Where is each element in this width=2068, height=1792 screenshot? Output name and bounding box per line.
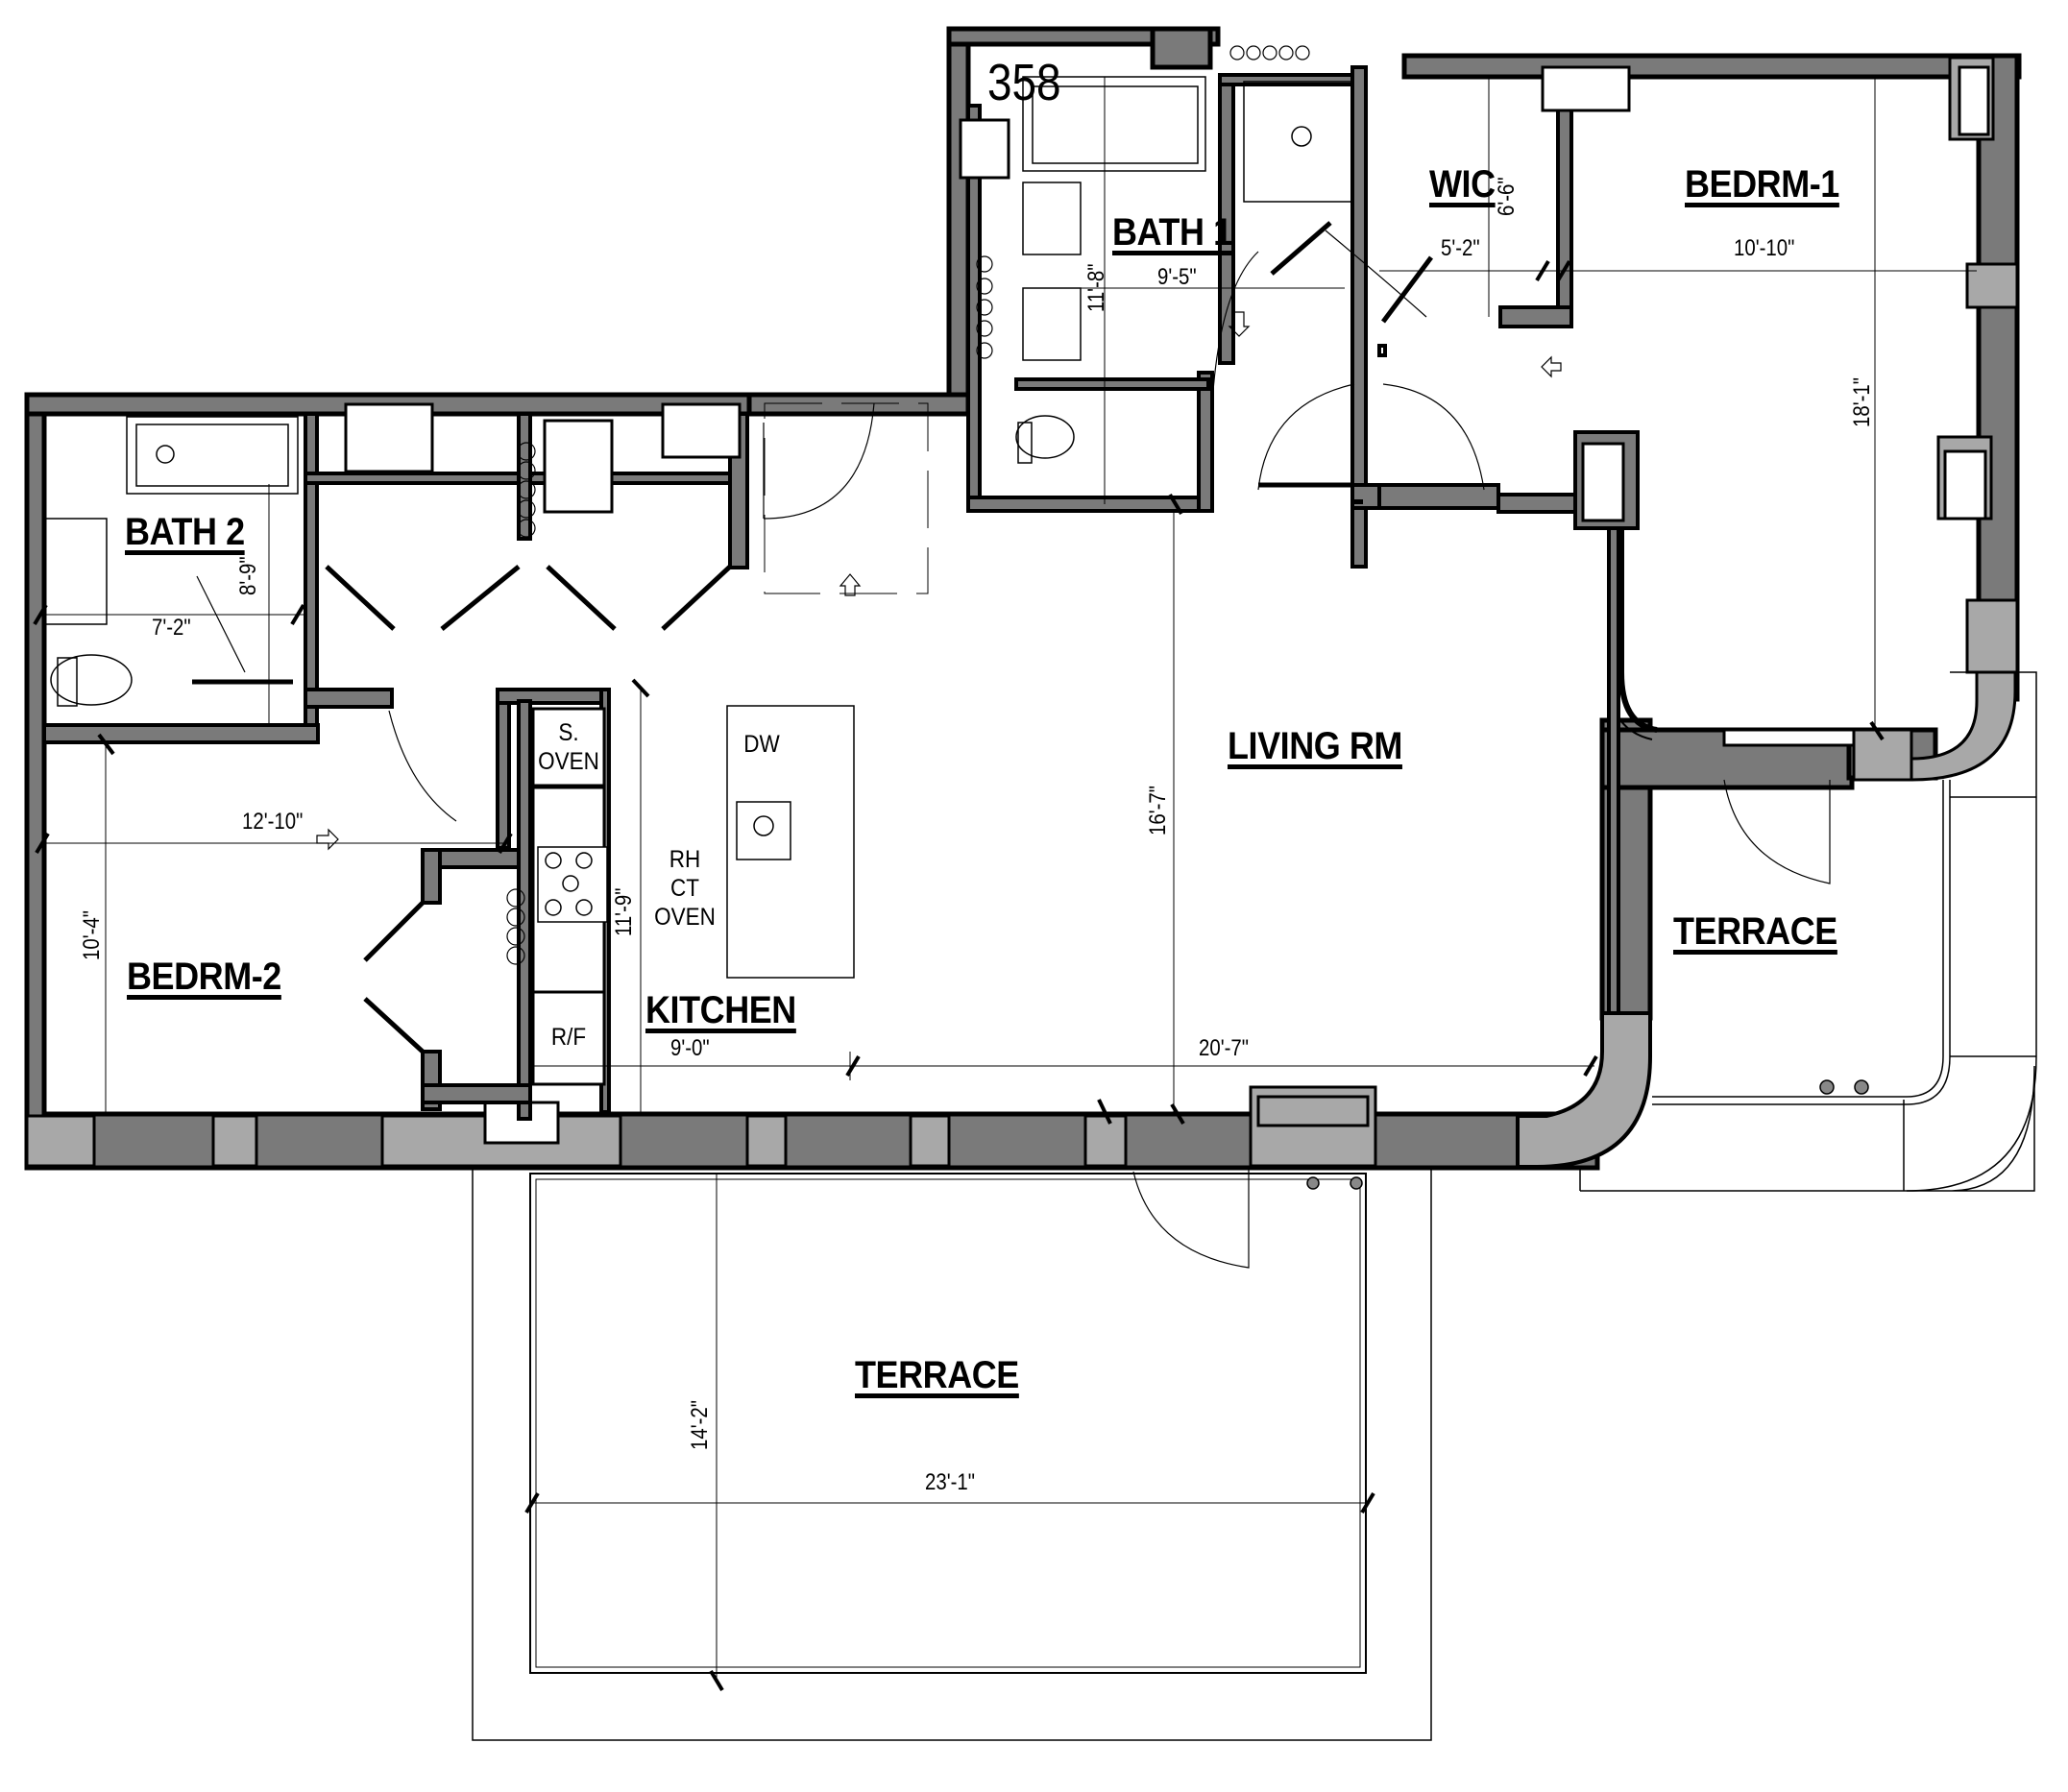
appliance-wall-oven: S. OVEN	[538, 719, 599, 775]
room-label-terrace-south: TERRACE	[855, 1354, 1019, 1396]
dim-bedrm1-height: 18'-1"	[1849, 377, 1875, 427]
dim-bedrm2-width: 12'-10"	[242, 809, 304, 835]
dim-bedrm2-height: 10'-4"	[79, 910, 105, 960]
room-label-living: LIVING RM	[1228, 725, 1402, 767]
dimension-ticks	[33, 259, 1885, 1692]
dim-bedrm1-width: 10'-10"	[1734, 235, 1795, 261]
room-label-wic: WIC	[1429, 163, 1496, 206]
dim-wic-width: 5'-2"	[1441, 235, 1480, 261]
shelf-circles	[506, 45, 1310, 965]
room-label-terrace-east: TERRACE	[1673, 910, 1837, 953]
dim-kitchen-height: 11'-9"	[611, 887, 637, 936]
direction-arrows	[316, 311, 1562, 851]
appliance-cooktop: RH CT OVEN	[654, 846, 716, 931]
room-label-bath2: BATH 2	[125, 511, 245, 553]
curved-wall-bedroom	[1910, 670, 2017, 782]
kitchen-counter	[531, 707, 608, 1086]
cooktop-burners	[545, 852, 593, 916]
bath-fixtures	[43, 76, 1352, 707]
dim-terrace-width: 23'-1"	[925, 1469, 975, 1495]
room-label-bedrm2: BEDRM-2	[127, 956, 281, 998]
dim-kitchen-width: 9'-0"	[670, 1035, 710, 1061]
dim-bath1-height: 11'-8"	[1083, 263, 1109, 312]
window-bays	[25, 56, 2019, 1168]
appliance-dishwasher: DW	[743, 731, 780, 758]
room-label-bath1: BATH 1	[1112, 211, 1232, 254]
dim-bath1-width: 9'-5"	[1157, 264, 1197, 290]
dim-terrace-height: 14'-2"	[687, 1400, 713, 1450]
dim-living-width: 20'-7"	[1199, 1035, 1249, 1061]
door-leaves	[192, 221, 1434, 1053]
room-label-kitchen: KITCHEN	[645, 989, 796, 1031]
bolt-fixtures	[1306, 1079, 1869, 1190]
south-terrace-outline	[472, 1166, 1432, 1741]
east-terrace-outline	[1579, 671, 2037, 1192]
dim-bath2-height: 8'-9"	[235, 556, 261, 595]
unit-number: 358	[987, 54, 1061, 111]
room-label-bedrm1: BEDRM-1	[1685, 163, 1839, 206]
appliance-refrigerator: R/F	[550, 1024, 587, 1051]
dim-wic-height: 6'-6"	[1494, 177, 1520, 216]
dim-living-height: 16'-7"	[1145, 786, 1171, 835]
kitchen-island	[726, 705, 855, 979]
closet-boxes	[344, 65, 1990, 522]
dim-bath2-width: 7'-2"	[152, 615, 191, 641]
curved-wall-living	[1516, 1011, 1652, 1169]
dimension-lines	[44, 77, 1977, 1681]
